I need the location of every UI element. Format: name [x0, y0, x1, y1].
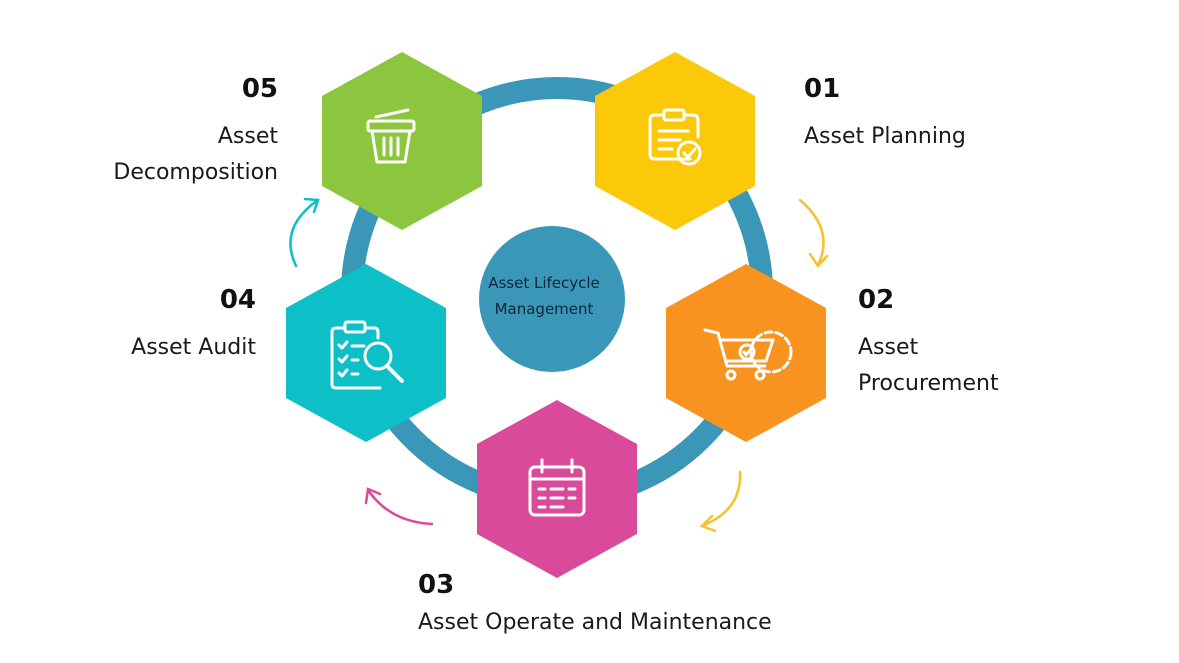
stage-02-hexagon [666, 264, 826, 442]
stage-02-number: 02 [858, 285, 895, 315]
stage-03-label: Asset Operate and Maintenance [418, 610, 772, 635]
arrow-03-to-04 [364, 487, 434, 526]
stage-05-hexagon [322, 52, 482, 230]
clipboard-check-icon [648, 108, 702, 166]
arrow-01-to-02 [798, 198, 829, 269]
trash-bin-icon [366, 108, 416, 164]
calendar-icon [528, 458, 586, 517]
stage-04-number: 04 [219, 285, 256, 315]
stage-02-label-line1: Asset [858, 335, 919, 360]
stage-01-hexagon [595, 52, 755, 230]
stage-05-number: 05 [241, 74, 278, 104]
stage-03-number: 03 [418, 570, 455, 600]
stage-05-label-line1: Asset [217, 124, 278, 149]
stage-04-label: Asset Audit [131, 335, 256, 360]
checklist-search-icon [330, 320, 404, 390]
arrow-04-to-05 [289, 197, 320, 268]
arrow-02-to-03 [699, 470, 742, 533]
stage-03-hexagon [477, 400, 637, 578]
stage-01-label: Asset Planning [804, 124, 966, 149]
cart-gear-icon [703, 328, 793, 381]
center-circle [479, 226, 625, 372]
stage-02-label-line2: Procurement [858, 371, 999, 396]
stage-01-number: 01 [804, 74, 841, 104]
stage-04-hexagon [286, 264, 446, 442]
center-title: Asset Lifecycle Management [488, 274, 600, 318]
stage-05-label-line2: Decomposition [113, 160, 278, 185]
